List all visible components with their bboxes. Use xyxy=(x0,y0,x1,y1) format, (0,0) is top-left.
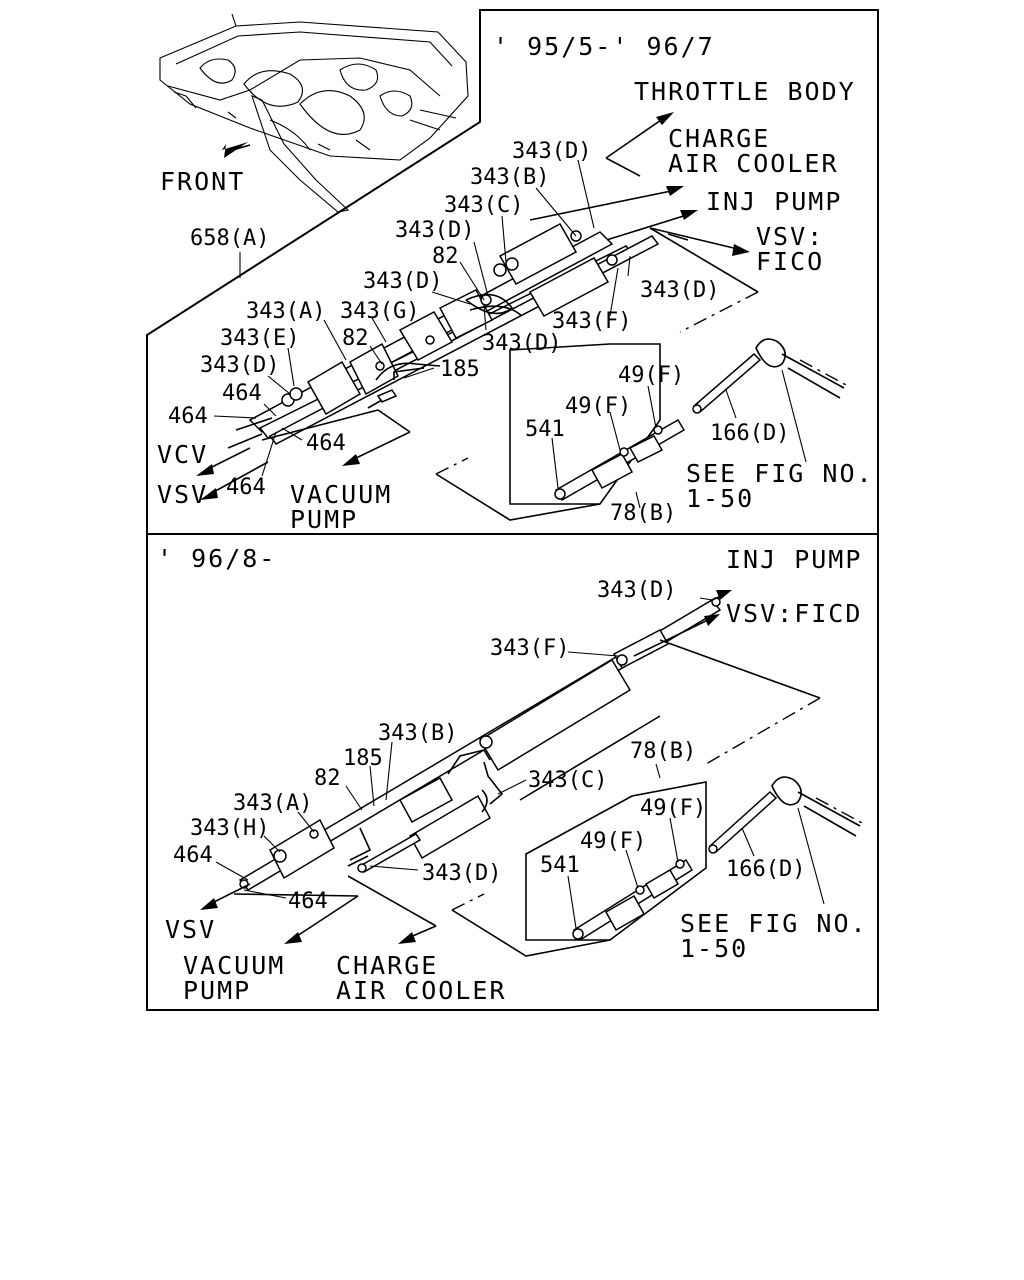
part-343a-bottom: 343(A) xyxy=(233,791,312,816)
charge-air-cooler-bottom-line2: AIR COOLER xyxy=(336,976,507,1005)
part-343a: 343(A) xyxy=(246,299,325,324)
part-464-b: 464 xyxy=(168,404,208,429)
part-82-lower: 82 xyxy=(342,326,369,351)
part-49f-b-top: 49(F) xyxy=(565,394,631,419)
part-49f-a-bottom: 49(F) xyxy=(640,796,706,821)
part-343d-3: 343(D) xyxy=(363,269,442,294)
part-82-upper: 82 xyxy=(432,244,459,269)
top-hose-bundle xyxy=(196,222,660,500)
part-185-bottom: 185 xyxy=(343,746,383,771)
vacuum-pump-label-bottom-line1: VACUUM xyxy=(183,951,285,980)
bottom-leader-lines xyxy=(215,597,713,899)
vacuum-pump-label-bottom-line2: PUMP xyxy=(183,976,251,1005)
part-343h-bottom: 343(H) xyxy=(190,816,269,841)
part-343d-bottom: 343(D) xyxy=(422,861,501,886)
bottom-166d-hose xyxy=(708,776,865,905)
part-82-bottom: 82 xyxy=(314,766,341,791)
charge-air-cooler-label-line2: AIR COOLER xyxy=(668,149,839,178)
part-343b-bottom: 343(B) xyxy=(378,721,457,746)
part-343d-top: 343(D) xyxy=(512,139,591,164)
part-78b-top: 78(B) xyxy=(610,501,676,526)
engine-bay-sketch xyxy=(159,13,469,213)
part-343c-bottom: 343(C) xyxy=(528,768,607,793)
diagram-frame xyxy=(146,9,879,1011)
charge-air-cooler-bottom-line1: CHARGE xyxy=(336,951,438,980)
see-fig-top-line1: SEE FIG NO. xyxy=(686,459,874,488)
part-343d-4: 343(D) xyxy=(482,331,561,356)
part-464-b-bottom: 464 xyxy=(288,889,328,914)
part-343d-2: 343(D) xyxy=(395,218,474,243)
part-658a: 658(A) xyxy=(190,226,269,251)
see-fig-top-line2: 1-50 xyxy=(686,484,754,513)
part-78b-bottom: 78(B) xyxy=(630,739,696,764)
inj-pump-label: INJ PUMP xyxy=(706,187,842,216)
top-destination-arrows xyxy=(529,112,759,333)
bottom-detail-78b xyxy=(451,763,707,957)
part-464-d: 464 xyxy=(226,475,266,500)
vacuum-pump-label-top-line2: PUMP xyxy=(290,505,358,534)
top-166d-hose xyxy=(692,338,849,463)
part-464-a: 464 xyxy=(222,381,262,406)
part-541-top: 541 xyxy=(525,417,565,442)
bottom-period-label: ' 96/8- xyxy=(157,544,276,573)
part-49f-b-bottom: 49(F) xyxy=(580,829,646,854)
front-label: FRONT xyxy=(160,167,245,196)
vsv-label-top: VSV xyxy=(157,480,208,509)
part-343f-bottom: 343(F) xyxy=(490,636,569,661)
charge-air-cooler-label-line1: CHARGE xyxy=(668,124,770,153)
see-fig-bottom-line1: SEE FIG NO. xyxy=(680,909,868,938)
part-464-c: 464 xyxy=(306,431,346,456)
part-541-bottom: 541 xyxy=(540,853,580,878)
part-343d-left: 343(D) xyxy=(200,353,279,378)
part-343d-top-bottom: 343(D) xyxy=(597,578,676,603)
part-49f-a-top: 49(F) xyxy=(618,363,684,388)
inj-pump-label-bottom: INJ PUMP xyxy=(726,545,862,574)
part-343c: 343(C) xyxy=(444,193,523,218)
part-185: 185 xyxy=(440,357,480,382)
part-166d-top: 166(D) xyxy=(710,421,789,446)
part-343f: 343(F) xyxy=(552,309,631,334)
part-343e: 343(E) xyxy=(220,326,299,351)
vsv-ficd-label: VSV:FICD xyxy=(726,599,862,628)
see-fig-bottom-line2: 1-50 xyxy=(680,934,748,963)
vsv-fico-label-line2: FICO xyxy=(756,247,824,276)
bottom-hose-bundle xyxy=(200,590,821,944)
part-343g: 343(G) xyxy=(340,299,419,324)
throttle-body-label: THROTTLE BODY xyxy=(634,77,856,106)
part-166d-bottom: 166(D) xyxy=(726,857,805,882)
vsv-fico-label-line1: VSV: xyxy=(756,222,824,251)
part-343b: 343(B) xyxy=(470,165,549,190)
part-343d-right: 343(D) xyxy=(640,278,719,303)
vcv-label: VCV xyxy=(157,440,208,469)
vsv-label-bottom: VSV xyxy=(165,915,216,944)
top-detail-78b xyxy=(435,343,686,521)
top-period-label: ' 95/5-' 96/7 xyxy=(493,32,715,61)
top-leader-lines xyxy=(213,159,631,477)
part-464-a-bottom: 464 xyxy=(173,843,213,868)
vacuum-pump-label-top-line1: VACUUM xyxy=(290,480,392,509)
